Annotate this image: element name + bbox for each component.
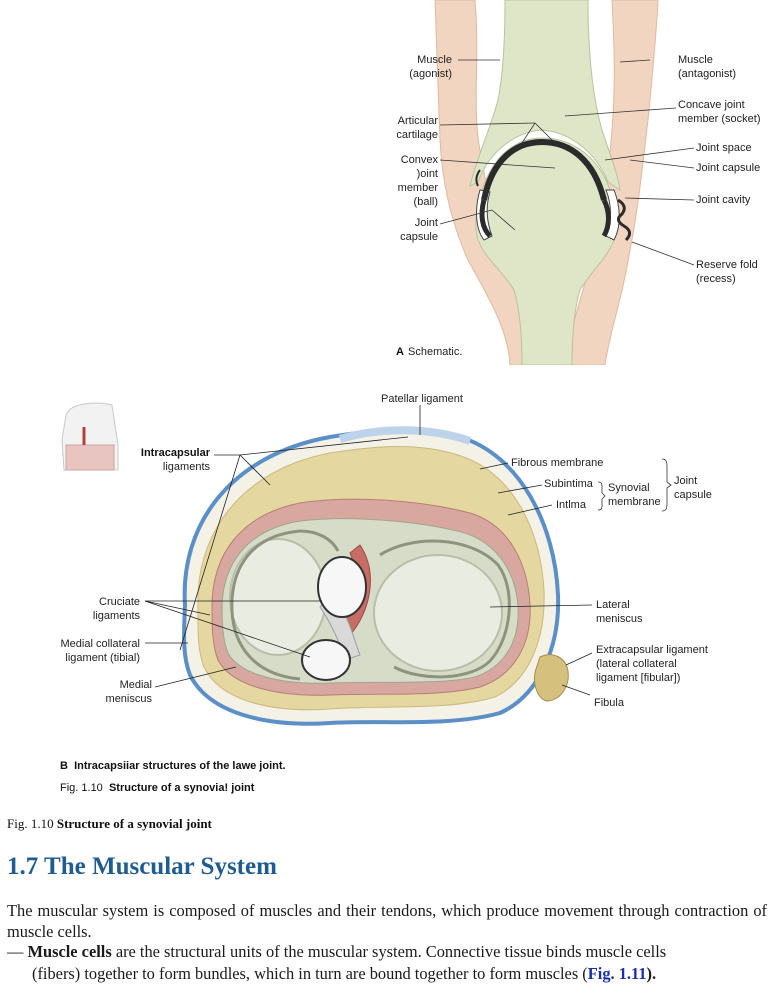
ligament-section-2 <box>301 639 351 681</box>
patellar-ligament <box>338 426 472 445</box>
label-intracapsular-sub: ligaments <box>163 461 211 473</box>
figure-b-caption: B Intracapsiiar structures of the lawe j… <box>60 760 286 772</box>
figure-b-knee: Patellar ligament Intracapsular ligament… <box>61 393 712 726</box>
label-joint-capsule-left: Joint <box>415 217 438 229</box>
label-convex-2: )oint <box>417 168 438 180</box>
label-medial-meniscus-sub: meniscus <box>106 693 153 705</box>
label-intracapsular: Intracapsular <box>141 447 211 459</box>
label-lateral-meniscus: Lateral <box>596 599 630 611</box>
label-fibula: Fibula <box>594 697 625 709</box>
label-medial-meniscus: Medial <box>120 679 152 691</box>
fig-outer-title: Structure of a synovial joint <box>56 816 212 831</box>
label-cruciate-sub: ligaments <box>93 610 141 622</box>
label-reserve-fold: Reserve fold <box>696 259 758 271</box>
label-articular: Articular <box>398 115 439 127</box>
label-muscle-antagonist-sub: (antagonist) <box>678 68 736 80</box>
bullet-muscle-cells: — Muscle cells are the structural units … <box>7 941 767 985</box>
label-patellar: Patellar ligament <box>381 393 463 405</box>
section-paragraph: The muscular system is composed of muscl… <box>7 901 767 941</box>
lateral-meniscus-outline <box>379 539 511 679</box>
left-muscle <box>434 0 553 365</box>
figure-a-letter: A <box>396 346 404 358</box>
figure-b-caption-text: Intracapsiiar structures of the lawe joi… <box>74 760 286 772</box>
bullet-dash: — <box>7 942 24 961</box>
articular-cartilage <box>481 138 607 201</box>
medial-meniscus-outline <box>230 529 340 681</box>
label-synovial-sub: membrane <box>608 496 661 508</box>
label-medial-collateral-sub: ligament (tibial) <box>65 652 140 664</box>
bullet-text-1: are the structural units of the muscular… <box>115 942 667 961</box>
label-reserve-fold-sub: (recess) <box>696 273 736 285</box>
label-joint-capsule-right: Joint capsule <box>696 162 760 174</box>
label-extracapsular-3: ligament [fibular]) <box>596 672 680 684</box>
bullet-end: ). <box>646 964 657 983</box>
label-joint-space: Joint space <box>696 142 752 154</box>
left-fold <box>475 169 481 187</box>
ligament-section-1 <box>317 556 367 618</box>
label-cruciate: Cruciate <box>99 596 140 608</box>
label-concave-sub: member (socket) <box>678 113 761 125</box>
label-articular-sub: cartilage <box>396 129 438 141</box>
cartilage-left-side <box>479 199 492 238</box>
figure-link[interactable]: Fig. 1.11 <box>587 964 647 983</box>
label-muscle-antagonist: Muscle <box>678 54 713 66</box>
figure-a-caption: Schematic. <box>408 346 462 358</box>
capsule-bracket <box>661 458 672 512</box>
bullet-continuation: (fibers) together to form bundles, which… <box>7 963 767 985</box>
lateral-condyle <box>373 554 503 672</box>
label-fibrous: Fibrous membrane <box>511 457 603 469</box>
label-joint-capsule-sub: capsule <box>674 489 712 501</box>
synovial-bracket <box>597 481 606 511</box>
label-extracapsular-2: (lateral collateral <box>596 658 677 670</box>
reserve-fold <box>617 198 631 242</box>
figure-a-schematic: Muscle (agonist) Articular cartilage Con… <box>396 0 761 365</box>
label-muscle-agonist: Muscle <box>417 54 452 66</box>
bullet-text-2: (fibers) together to form bundles, which… <box>32 964 588 983</box>
label-convex-4: (ball) <box>414 196 438 208</box>
label-lateral-meniscus-sub: meniscus <box>596 613 643 625</box>
fig-inner-number: Fig. 1.10 <box>60 782 103 794</box>
label-extracapsular: Extracapsular ligament <box>596 644 708 656</box>
label-convex: Convex <box>401 154 439 166</box>
label-joint-cavity: Joint cavity <box>696 194 751 206</box>
label-subintima: Subintima <box>544 478 594 490</box>
label-medial-collateral: Medial collateral <box>61 638 140 650</box>
label-muscle-agonist-sub: (agonist) <box>409 68 452 80</box>
orientation-thumbnail <box>61 402 119 471</box>
label-concave: Concave joint <box>678 99 745 111</box>
label-joint-capsule: Joint <box>674 475 697 487</box>
figure-caption: Fig. 1.10 Structure of a synovial joint <box>7 816 212 832</box>
medial-condyle <box>229 538 327 656</box>
fibula-head <box>533 654 569 702</box>
label-synovial: Synovial <box>608 482 650 494</box>
label-convex-3: member <box>398 182 439 194</box>
cartilage-right-side <box>601 198 611 238</box>
figure-inner-caption: Fig. 1.10 Structure of a synovia! joint <box>60 782 254 794</box>
label-joint-capsule-left-sub: capsule <box>400 231 438 243</box>
section-heading: 1.7 The Muscular System <box>7 853 277 880</box>
bullet-term: Muscle cells <box>27 942 112 961</box>
fig-inner-title: Structure of a synovia! joint <box>108 782 255 794</box>
fig-outer-number: Fig. 1.10 <box>7 816 54 831</box>
figure-b-letter: B <box>60 760 68 772</box>
label-intima: Intlma <box>556 499 587 511</box>
